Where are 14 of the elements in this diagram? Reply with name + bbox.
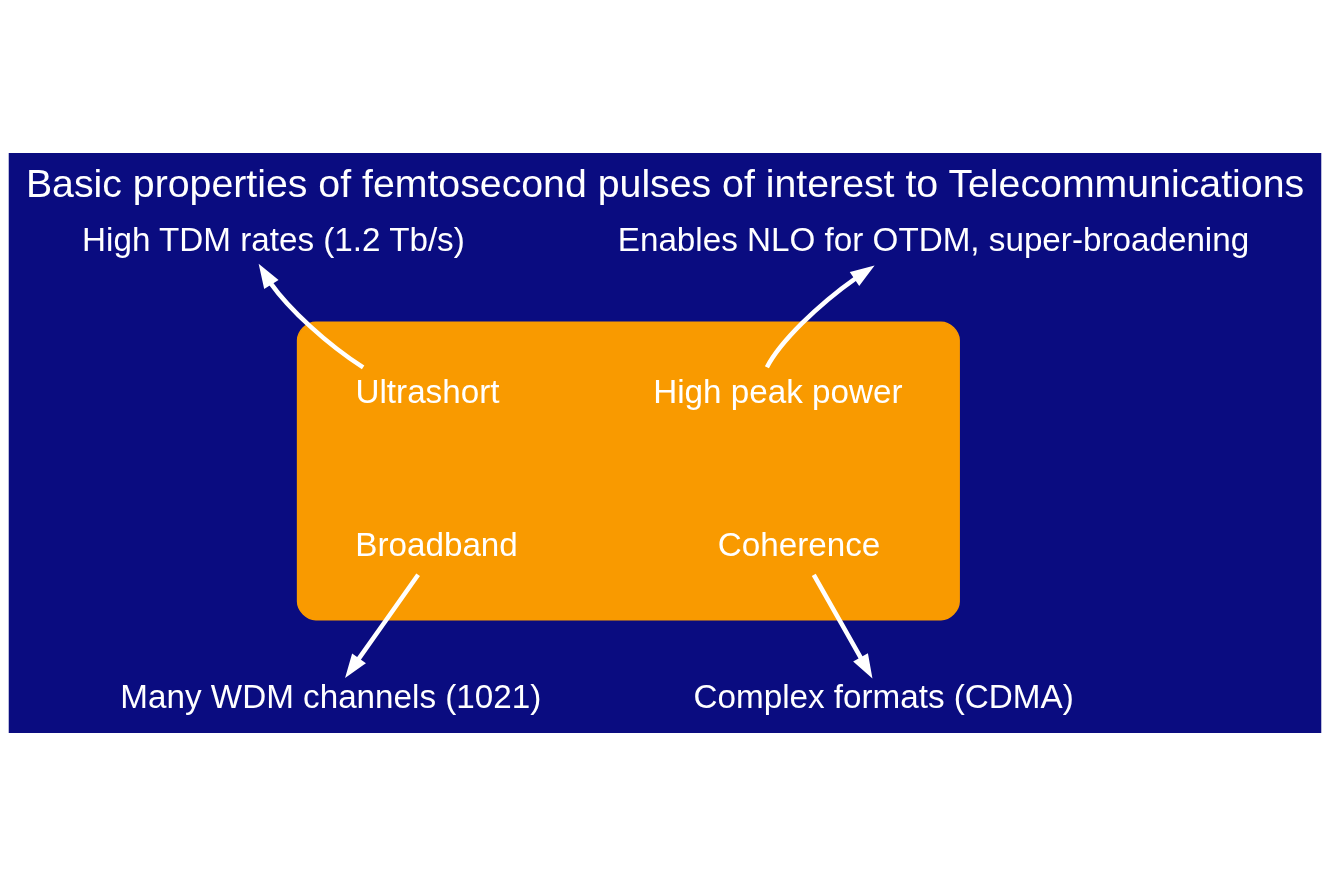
node-text: High peak power bbox=[653, 372, 903, 410]
cluster bbox=[296, 320, 960, 620]
node-text: Complex formats (CDMA) bbox=[693, 677, 1074, 715]
node-text: Many WDM channels (1021) bbox=[120, 677, 542, 715]
node-text: High TDM rates (1.2 Tb/s) bbox=[82, 220, 465, 258]
arrow bbox=[345, 572, 420, 678]
node-text: Broadband bbox=[355, 525, 518, 563]
node-text: Enables NLO for OTDM, super-broadening bbox=[617, 220, 1250, 258]
node-text: Ultrashort bbox=[355, 372, 500, 410]
arrow bbox=[764, 265, 875, 368]
diagram-title: Basic properties of femtosecond pulses of interest to Telecommunications bbox=[25, 160, 1305, 204]
arrow bbox=[258, 263, 365, 369]
arrow bbox=[811, 573, 873, 678]
node-text: Coherence bbox=[717, 525, 881, 563]
